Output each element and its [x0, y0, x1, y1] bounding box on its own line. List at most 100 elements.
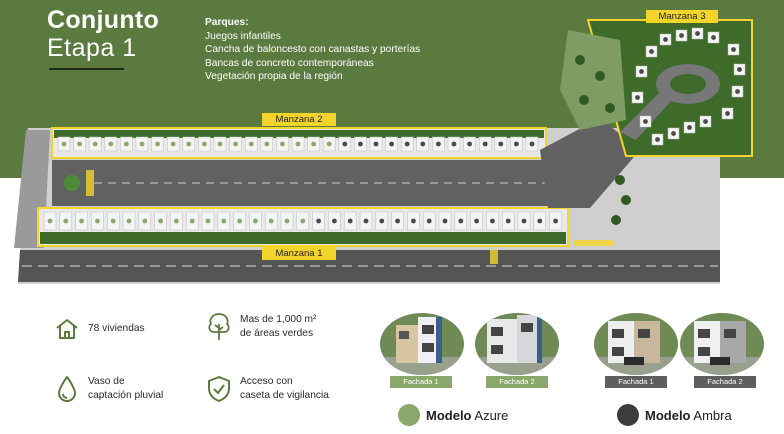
feature-text: Mas de 1,000 m² — [240, 314, 317, 325]
tree — [605, 103, 615, 113]
house-roof — [92, 141, 98, 147]
feature-text: 78 viviendas — [88, 323, 145, 334]
modelo-azure-dot — [398, 404, 420, 426]
house-roof — [703, 119, 708, 124]
house-roof — [77, 141, 82, 147]
house-roof — [537, 218, 543, 224]
feature-text: Acceso con — [240, 376, 293, 387]
house-icon — [54, 314, 80, 344]
house-roof — [186, 141, 192, 147]
house-roof — [158, 218, 164, 224]
houses-manzana-3 — [631, 27, 746, 146]
tree — [611, 215, 621, 225]
house-roof — [467, 141, 472, 147]
house-roof — [233, 141, 239, 147]
house-roof — [264, 141, 270, 147]
houses-row-manzana-1 — [43, 211, 562, 231]
house-roof — [639, 69, 644, 74]
title-light: Etapa 1 — [47, 34, 137, 62]
ambra-fachada-1-label: Fachada 1 — [605, 376, 667, 388]
manzana-1-label: Manzana 1 — [262, 247, 336, 260]
tree-icon — [206, 312, 232, 342]
crosswalk — [574, 240, 614, 246]
tree — [579, 95, 589, 105]
tree — [595, 71, 605, 81]
modelo-azure-bold: Modelo — [426, 407, 472, 423]
parques-item: Bancas de concreto contemporáneas — [205, 57, 374, 69]
house-roof — [332, 218, 337, 224]
manzana-2-label: Manzana 2 — [262, 113, 336, 126]
house-roof — [205, 218, 211, 224]
house-roof — [514, 141, 519, 147]
house-roof — [379, 218, 385, 224]
feature-captacion: Vaso de captación pluvial — [54, 374, 163, 404]
house-roof — [635, 95, 640, 100]
house-roof — [482, 141, 488, 147]
house-roof — [649, 49, 654, 54]
house-roof — [79, 218, 84, 224]
feature-text: caseta de vigilancia — [240, 390, 329, 401]
house-roof — [411, 218, 416, 224]
parques-item: Vegetación propia de la región — [205, 71, 343, 83]
house-roof — [521, 218, 527, 224]
connector-road — [540, 118, 640, 208]
house-roof — [124, 141, 129, 147]
house-roof — [426, 218, 432, 224]
house-roof — [142, 218, 148, 224]
house-roof — [63, 218, 69, 224]
modelo-ambra: Modelo Ambra — [617, 404, 732, 426]
manzana-3-loop-island — [670, 74, 706, 94]
house-roof — [237, 218, 243, 224]
azure-fachada-1-image — [380, 313, 464, 375]
ambra-fachada-2-label: Fachada 2 — [694, 376, 756, 388]
house-roof — [61, 141, 67, 147]
house-roof — [436, 141, 441, 147]
ambra-fachada-2-image — [680, 313, 764, 375]
house-roof — [442, 218, 448, 224]
tree — [615, 175, 625, 185]
house-roof — [458, 218, 464, 224]
house-roof — [155, 141, 161, 147]
house-roof — [420, 141, 426, 147]
house-roof — [202, 141, 207, 147]
house-roof — [95, 218, 100, 224]
house-roof — [389, 141, 394, 147]
house-roof — [671, 131, 676, 136]
house-roof — [474, 218, 479, 224]
house-roof — [451, 141, 457, 147]
house-roof — [248, 141, 254, 147]
parques-heading: Parques: — [205, 17, 249, 28]
house-roof — [731, 47, 736, 52]
house-roof — [373, 141, 379, 147]
feature-text: captación pluvial — [88, 390, 164, 401]
house-roof — [737, 67, 742, 72]
parques-item: Juegos infantiles — [205, 30, 281, 42]
house-roof — [217, 141, 223, 147]
house-roof — [735, 89, 740, 94]
parques-list: Parques: Juegos infantiles Cancha de bal… — [205, 16, 420, 84]
ambra-fachada-1-image — [594, 313, 678, 375]
page-title: Conjunto Etapa 1 — [47, 6, 159, 62]
house-roof — [268, 218, 274, 224]
modelo-ambra-name: Ambra — [693, 407, 732, 423]
house-roof — [108, 141, 114, 147]
house-roof — [311, 141, 316, 147]
house-roof — [529, 141, 535, 147]
modelo-ambra-dot — [617, 404, 639, 426]
modelo-azure: Modelo Azure — [398, 404, 508, 426]
modelo-ambra-bold: Modelo — [645, 407, 691, 423]
house-roof — [711, 35, 716, 40]
house-roof — [347, 218, 353, 224]
title-underline — [49, 68, 124, 70]
manzana-1-yards — [40, 232, 566, 244]
house-roof — [174, 218, 179, 224]
park-area — [560, 30, 626, 130]
house-roof — [687, 125, 692, 130]
house-roof — [300, 218, 306, 224]
house-roof — [679, 33, 684, 38]
tree — [575, 55, 585, 65]
house-roof — [498, 141, 504, 147]
house-roof — [490, 218, 495, 224]
house-roof — [139, 141, 145, 147]
house-roof — [126, 218, 132, 224]
